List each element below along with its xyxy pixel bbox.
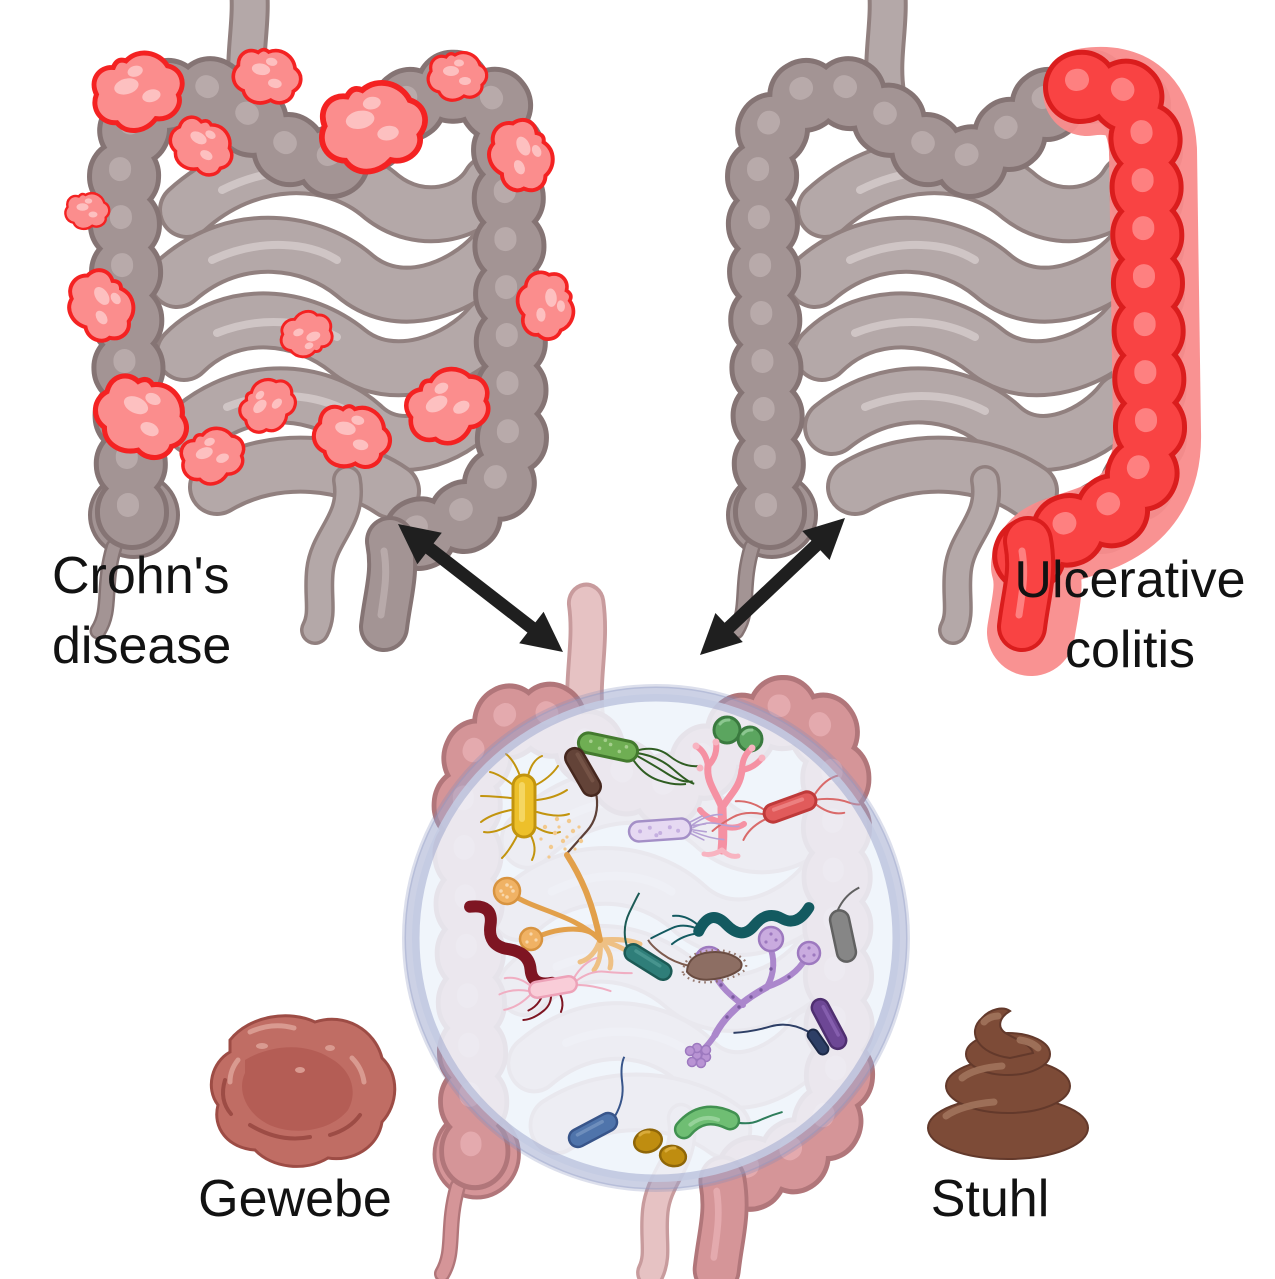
crohns-disease-label: Crohn's disease	[52, 541, 292, 681]
ulcerative-colitis-label: Ulcerative colitis	[990, 545, 1270, 685]
double-arrow-left	[398, 524, 563, 652]
microbe-diplococci-green-icon	[712, 715, 764, 753]
microbe-cocci-gold-icon	[633, 1128, 688, 1168]
microbe-rod-teal-icon	[623, 892, 673, 982]
arrowheads	[700, 518, 845, 655]
crohns-disease-label-line1: Crohn's	[52, 547, 230, 605]
ulcerative-colitis-label-line1: Ulcerative	[1014, 551, 1246, 609]
microbe-rod-purple-icon	[810, 997, 848, 1051]
stool-illustration	[927, 1007, 1089, 1160]
tissue-sample-illustration	[209, 1014, 397, 1168]
microbe-rod-brown-icon	[564, 746, 602, 856]
microbe-helicobacter-green-icon	[576, 731, 699, 786]
crohns-disease-label-line2: disease	[52, 617, 232, 676]
crohns-intestine-illustration	[53, 0, 578, 631]
magnifier-lens-rim-outer	[402, 684, 910, 1192]
ulcerative-colitis-label-line2: colitis	[1064, 621, 1196, 680]
microbe-coral-pink-icon	[692, 738, 766, 859]
microbes-group	[464, 715, 873, 1168]
microbe-rod-yellow-icon	[480, 753, 570, 861]
spore-cluster	[684, 1042, 712, 1069]
double-arrow-right	[700, 518, 845, 655]
microbe-aspergillus-orange-icon	[492, 816, 643, 973]
microbe-rod-lavender-icon	[627, 813, 740, 843]
microbe-rod-gray-icon	[828, 886, 860, 963]
microbe-rod-pink-icon	[498, 956, 633, 1011]
arrowheads	[398, 524, 563, 652]
stool-label: Stuhl	[930, 1170, 1050, 1228]
microbe-spirillum-teal-icon	[650, 902, 815, 946]
ulcerative-colitis-intestine-illustration	[728, 0, 1202, 676]
microbe-rod-blue-icon	[567, 1056, 626, 1149]
microbe-curved-rod-green-icon	[673, 1105, 783, 1140]
magnifier-lens-rim	[404, 686, 908, 1190]
microbe-rod-navy-icon	[733, 1023, 830, 1056]
arrow-shaft	[717, 533, 828, 640]
tissue-label: Gewebe	[198, 1170, 392, 1228]
uc-inflamed-colon	[987, 47, 1202, 676]
arrow-shaft	[417, 537, 544, 639]
microbiome-intestine-illustration	[402, 603, 910, 1274]
microbe-bean-brown-icon	[647, 939, 748, 984]
